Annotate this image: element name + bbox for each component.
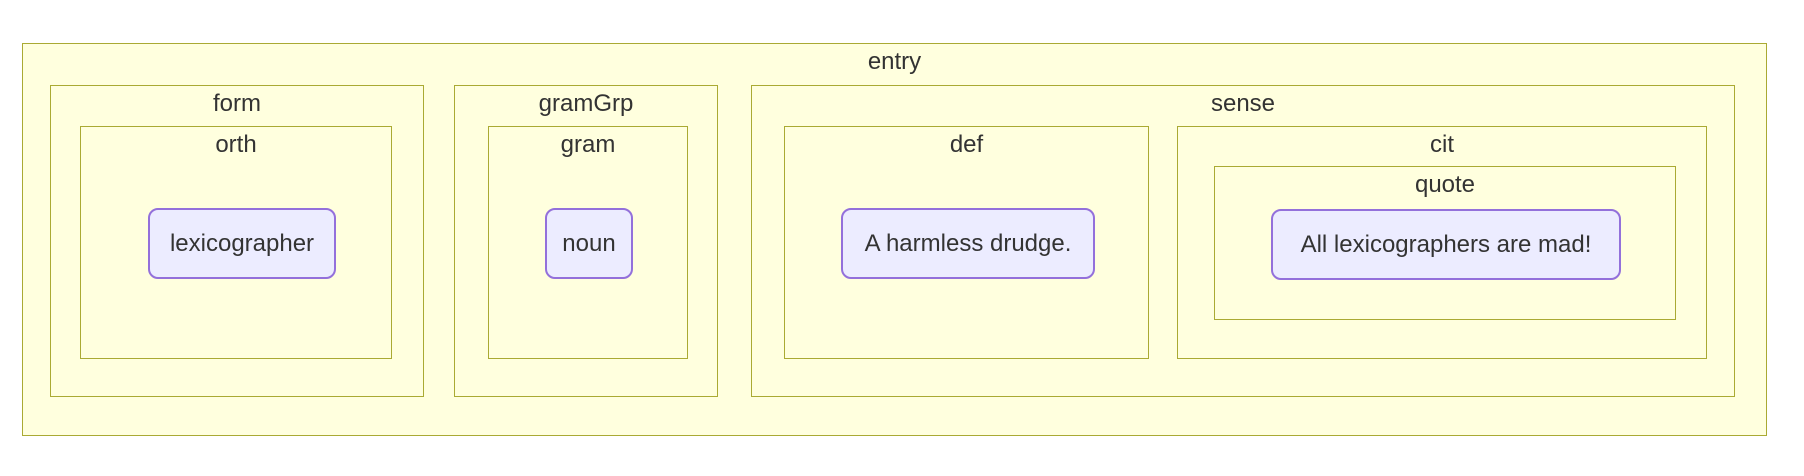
cluster-gramgrp-label: gramGrp [538, 90, 634, 117]
cluster-gram: gram noun [488, 126, 688, 359]
cluster-form-label: form [213, 90, 261, 117]
cluster-gramgrp: gramGrp gram noun [454, 85, 718, 397]
cluster-form: form orth lexicographer [50, 85, 424, 397]
node-quote-text-label: All lexicographers are mad! [1300, 230, 1592, 258]
cluster-orth: orth lexicographer [80, 126, 392, 359]
cluster-orth-label: orth [215, 131, 257, 158]
cluster-def: def A harmless drudge. [784, 126, 1149, 359]
cluster-sense-label: sense [1210, 90, 1276, 117]
cluster-sense: sense def A harmless drudge. cit quote A… [751, 85, 1735, 397]
cluster-cit: cit quote All lexicographers are mad! [1177, 126, 1707, 359]
cluster-entry: entry form orth lexicographer gramGrp gr… [22, 43, 1767, 436]
node-quote-text: All lexicographers are mad! [1271, 209, 1621, 280]
cluster-def-label: def [949, 131, 984, 158]
node-lexicographer: lexicographer [148, 208, 336, 279]
cluster-cit-label: cit [1430, 131, 1454, 158]
cluster-quote: quote All lexicographers are mad! [1214, 166, 1676, 320]
node-definition-text-label: A harmless drudge. [864, 229, 1072, 257]
cluster-entry-label: entry [867, 48, 922, 75]
cluster-gram-label: gram [560, 131, 616, 158]
node-noun-label: noun [562, 229, 616, 257]
node-definition-text: A harmless drudge. [841, 208, 1095, 279]
node-noun: noun [545, 208, 633, 279]
cluster-quote-label: quote [1414, 171, 1476, 198]
node-lexicographer-label: lexicographer [169, 229, 315, 257]
